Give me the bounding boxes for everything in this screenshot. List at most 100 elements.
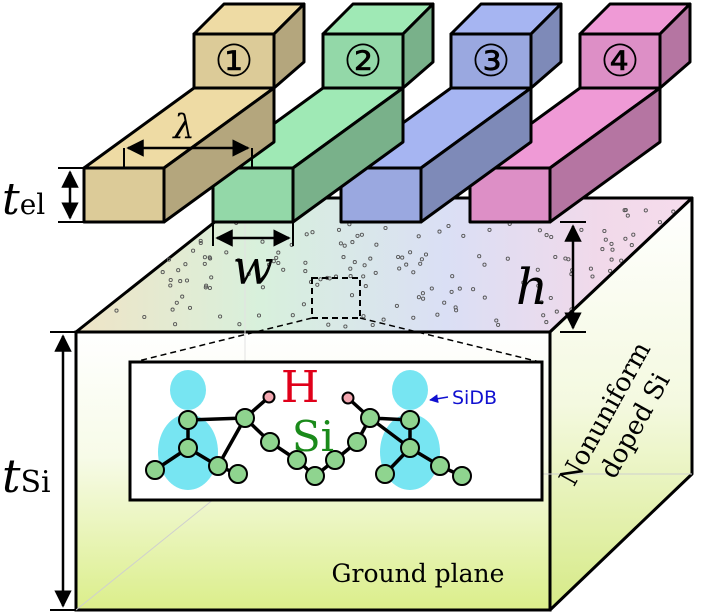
- dopant-dot: [368, 256, 373, 261]
- electrode-2-label: ②: [343, 36, 382, 87]
- dopant-dot: [554, 309, 559, 314]
- dopant-dot: [352, 260, 357, 265]
- dopant-dot: [496, 322, 501, 327]
- dopant-dot: [404, 262, 409, 267]
- si-atom: [145, 460, 165, 480]
- dopant-dot: [207, 255, 212, 260]
- dopant-dot: [281, 267, 286, 272]
- electrode-riser-side: [272, 2, 306, 90]
- si-atom: [235, 408, 255, 428]
- dopant-dot: [408, 250, 413, 255]
- dopant-dot: [168, 283, 173, 288]
- dopant-dot: [276, 260, 281, 266]
- dopant-dot: [342, 243, 347, 248]
- dopant-dot: [359, 232, 364, 237]
- zoom-region: [133, 277, 541, 363]
- dopant-dot: [355, 233, 360, 238]
- w-label: w: [232, 240, 273, 296]
- dopant-dot: [608, 268, 613, 273]
- electrode-front-face: [82, 166, 166, 224]
- dopant-dot: [610, 247, 615, 252]
- dopant-dot: [176, 268, 181, 273]
- electrode-3: ③: [339, 2, 563, 224]
- dopant-dot: [373, 270, 378, 275]
- zoom-box: [311, 277, 361, 319]
- dopant-dot: [544, 233, 549, 238]
- sidb-arrow: [429, 394, 449, 404]
- dopant-dot: [590, 274, 595, 279]
- lambda-label: λ: [171, 107, 195, 147]
- dopant-dot: [207, 285, 212, 291]
- dopant-dot: [657, 220, 662, 225]
- dopant-dot: [310, 230, 315, 235]
- hydrogen-label: H: [281, 362, 319, 413]
- dopant-dot: [541, 313, 546, 318]
- si-atom: [325, 450, 345, 470]
- dopant-dot: [544, 320, 549, 325]
- electrode-riser-side: [529, 2, 563, 90]
- dopant-dot: [142, 314, 147, 320]
- dopant-dot: [260, 285, 265, 290]
- dopant-dot: [348, 274, 353, 279]
- t-el-dimension: tel: [2, 167, 84, 225]
- dopant-dot: [180, 294, 185, 299]
- dopant-dot: [411, 270, 416, 275]
- dopant-dot: [349, 293, 355, 298]
- dopant-dot: [623, 207, 628, 213]
- dopant-dot: [603, 237, 608, 242]
- dopant-dot: [609, 257, 614, 262]
- dopant-dot: [271, 259, 276, 264]
- hydrogen-atom: [262, 390, 276, 404]
- dopant-dot: [336, 227, 342, 232]
- dopant-dot: [429, 286, 434, 291]
- sidb-lobe: [392, 370, 428, 410]
- dopant-dot: [471, 287, 476, 292]
- si-atom: [178, 438, 198, 458]
- dopant-dot: [315, 282, 320, 287]
- si-atom: [287, 450, 307, 470]
- h-dimension: h: [516, 221, 586, 333]
- dopant-dot: [435, 312, 440, 317]
- dopant-dot: [202, 261, 207, 266]
- electrode-1-label: ①: [214, 36, 253, 87]
- dopant-dot: [477, 254, 482, 259]
- si-atom: [400, 438, 420, 458]
- sidb-lobe: [170, 370, 206, 410]
- dopant-dot: [505, 256, 510, 261]
- sidb-label: SiDB: [452, 387, 497, 409]
- dopant-dot: [276, 250, 281, 255]
- dopant-dot: [383, 225, 388, 231]
- dopant-dot: [381, 317, 386, 322]
- dopant-dot: [338, 241, 343, 246]
- electrode-1: ①: [82, 2, 306, 224]
- dopant-dot: [437, 229, 442, 234]
- dopant-dot: [450, 274, 455, 279]
- t-el-label: tel: [2, 174, 45, 225]
- dopant-dot: [246, 271, 251, 277]
- electrode-3-label: ③: [471, 36, 510, 87]
- w-dimension: w: [212, 220, 294, 296]
- si-atoms: [145, 408, 472, 486]
- dopant-dot: [416, 234, 421, 239]
- dopant-dot: [549, 234, 554, 240]
- si-atom: [228, 464, 248, 484]
- dopant-dot: [457, 286, 462, 291]
- dopant-dot: [343, 324, 348, 329]
- dopant-dot: [218, 314, 223, 319]
- t-si-dimension: tSi: [2, 331, 76, 611]
- silicon-label: Si: [292, 412, 334, 461]
- dopant-dot: [370, 322, 375, 328]
- dopant-dot: [600, 247, 605, 252]
- dopant-dot: [609, 241, 614, 246]
- dopant-dot: [166, 257, 172, 262]
- dopant-dot: [419, 257, 424, 262]
- dopant-dot: [420, 291, 425, 296]
- electrode-riser-side: [401, 2, 435, 90]
- dopant-dot: [203, 285, 208, 290]
- h-label: h: [516, 258, 548, 316]
- dopant-dot: [290, 313, 295, 318]
- dopant-dot: [304, 232, 309, 237]
- si-atom: [347, 432, 367, 452]
- dopant-dot: [256, 313, 262, 318]
- dopant-dot: [423, 252, 429, 257]
